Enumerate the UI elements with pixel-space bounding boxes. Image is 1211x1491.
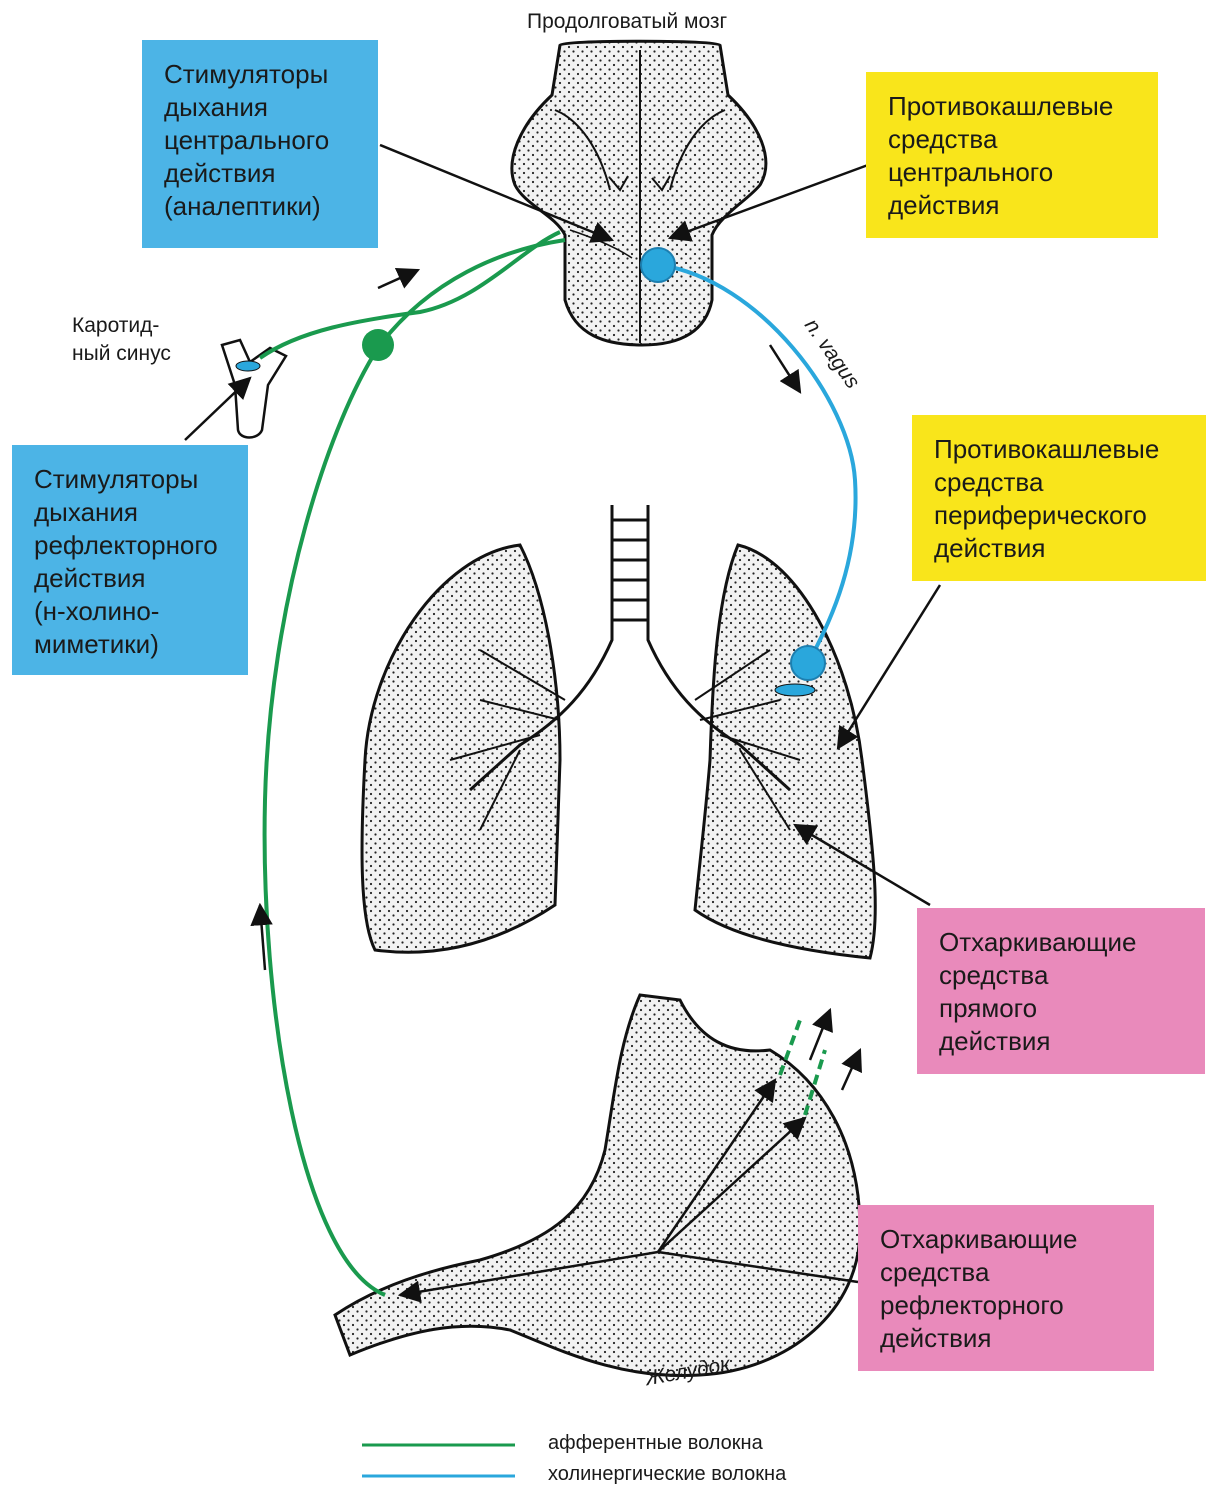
central-antitussives-box: Противокашлевые средства центрального де… <box>866 72 1158 238</box>
carotid-sinus <box>222 340 286 438</box>
lungs <box>362 505 875 958</box>
right-lung <box>695 545 875 958</box>
legend-afferent-label: афферентные волокна <box>548 1432 763 1455</box>
peripheral-antitussives-box: Противокашлевые средства периферического… <box>912 415 1206 581</box>
medulla-oblongata <box>512 41 766 345</box>
bronchial-ganglion <box>791 646 825 680</box>
stomach <box>335 995 860 1376</box>
legend-cholinergic-label: холинергические волокна <box>548 1463 786 1486</box>
medulla-label: Продолговатый мозг <box>527 8 727 36</box>
reflex-expectorants-box: Отхаркивающие средства рефлекторного дей… <box>858 1205 1154 1371</box>
left-lung <box>362 545 560 952</box>
medulla-nucleus <box>641 248 675 282</box>
carotid-sinus-label: Каротид- ный синус <box>72 312 171 368</box>
direct-expectorants-box: Отхаркивающие средства прямого действия <box>917 908 1205 1074</box>
central-respiratory-stimulants-box: Стимуляторы дыхания центрального действи… <box>142 40 378 248</box>
reflex-respiratory-stimulants-box: Стимуляторы дыхания рефлекторного действ… <box>12 445 248 675</box>
afferent-ganglion <box>362 329 394 361</box>
